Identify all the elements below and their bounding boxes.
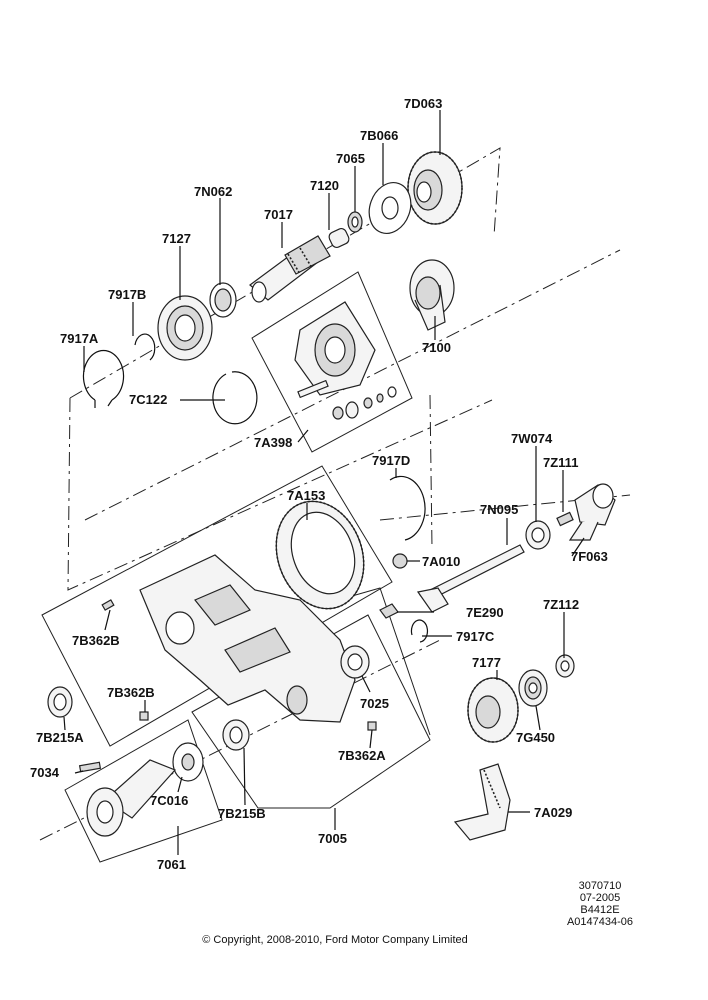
- label-7C122: 7C122: [129, 392, 167, 407]
- label-7177: 7177: [472, 655, 501, 670]
- ring-7C122: [212, 371, 258, 425]
- label-7127: 7127: [162, 231, 191, 246]
- shift-rail-7N095: [416, 544, 525, 613]
- case-7005: [139, 554, 356, 723]
- label-7917A: 7917A: [60, 331, 99, 346]
- label-7917D: 7917D: [372, 453, 410, 468]
- box-7005: [191, 614, 431, 809]
- label-7100: 7100: [422, 340, 451, 355]
- label-7N095: 7N095: [480, 502, 518, 517]
- washer-7C016: [172, 742, 204, 782]
- ring-7917D: [389, 475, 426, 541]
- label-7025: 7025: [360, 696, 389, 711]
- bolt-7034: [78, 761, 102, 773]
- label-7B362B-mid: 7B362B: [107, 685, 155, 700]
- shift-fork-7F063: [568, 483, 616, 541]
- label-7B215A: 7B215A: [36, 730, 84, 745]
- bearing-7120: [328, 227, 350, 249]
- label-7120: 7120: [310, 178, 339, 193]
- plug-7A010: [392, 553, 408, 569]
- label-7005: 7005: [318, 831, 347, 846]
- label-7Z112: 7Z112: [543, 597, 579, 612]
- box-7061: [64, 719, 223, 863]
- bushing-7W074: [525, 520, 551, 550]
- reference-number: 3070710: [578, 880, 622, 892]
- washer-7B066: [368, 182, 412, 234]
- seal-7B215B: [222, 719, 250, 751]
- label-7G450: 7G450: [516, 730, 555, 745]
- label-7A029: 7A029: [534, 805, 572, 820]
- ring-7917B: [134, 333, 156, 361]
- box-7025: [344, 587, 431, 736]
- drawing-reference-block: 3070710 07-2005 B4412E A0147434-06: [560, 880, 640, 928]
- label-7A153: 7A153: [287, 488, 325, 503]
- bearing-7G450: [518, 669, 548, 707]
- label-7C016: 7C016: [150, 793, 188, 808]
- ring-7065: [347, 211, 363, 233]
- gear-7177: [467, 677, 519, 743]
- label-7B362B-top: 7B362B: [72, 633, 120, 648]
- ring-gear-7A153: [275, 500, 365, 610]
- gear-7100: [409, 259, 455, 331]
- box-7A153: [41, 465, 393, 747]
- part-labels: 7D063 7B066 7065 7120 7N062 7017 7127 79…: [30, 96, 608, 872]
- reference-date: 07-2005: [579, 892, 621, 904]
- label-7B215B: 7B215B: [218, 806, 266, 821]
- gear-7D063: [407, 151, 463, 225]
- label-7Z111: 7Z111: [543, 455, 578, 470]
- seal-7Z112: [555, 654, 575, 678]
- label-7017: 7017: [264, 207, 293, 222]
- label-7B362A: 7B362A: [338, 748, 386, 763]
- reference-id: A0147434-06: [566, 916, 634, 928]
- reference-code: B4412E: [580, 904, 620, 916]
- carrier-7A398: [294, 301, 397, 420]
- label-7B066: 7B066: [360, 128, 398, 143]
- label-7917C: 7917C: [456, 629, 495, 644]
- label-7D063: 7D063: [404, 96, 442, 111]
- label-7A398: 7A398: [254, 435, 292, 450]
- group-outlines: [41, 271, 431, 863]
- label-7917B: 7917B: [108, 287, 146, 302]
- pin-7Z111: [556, 511, 574, 527]
- bearing-7127: [157, 295, 213, 361]
- label-7034: 7034: [30, 765, 60, 780]
- seal-7B215A: [47, 686, 73, 718]
- copyright-notice: © Copyright, 2008-2010, Ford Motor Compa…: [202, 934, 468, 946]
- label-7065: 7065: [336, 151, 365, 166]
- shaft-7017: [249, 235, 331, 303]
- label-7A010: 7A010: [422, 554, 460, 569]
- label-7061: 7061: [157, 857, 186, 872]
- label-7E290: 7E290: [466, 605, 504, 620]
- bearing-7025: [340, 645, 370, 679]
- yoke-7061: [86, 759, 177, 837]
- leader-lines: [63, 110, 585, 855]
- ring-7917C: [410, 619, 429, 643]
- chain-7A029: [453, 763, 511, 841]
- ring-7N062: [209, 282, 237, 318]
- box-7A398: [251, 271, 413, 453]
- label-7W074: 7W074: [511, 431, 553, 446]
- magnet-7E290: [379, 603, 399, 619]
- label-7F063: 7F063: [571, 549, 608, 564]
- label-7N062: 7N062: [194, 184, 232, 199]
- ring-7917A: [82, 349, 125, 408]
